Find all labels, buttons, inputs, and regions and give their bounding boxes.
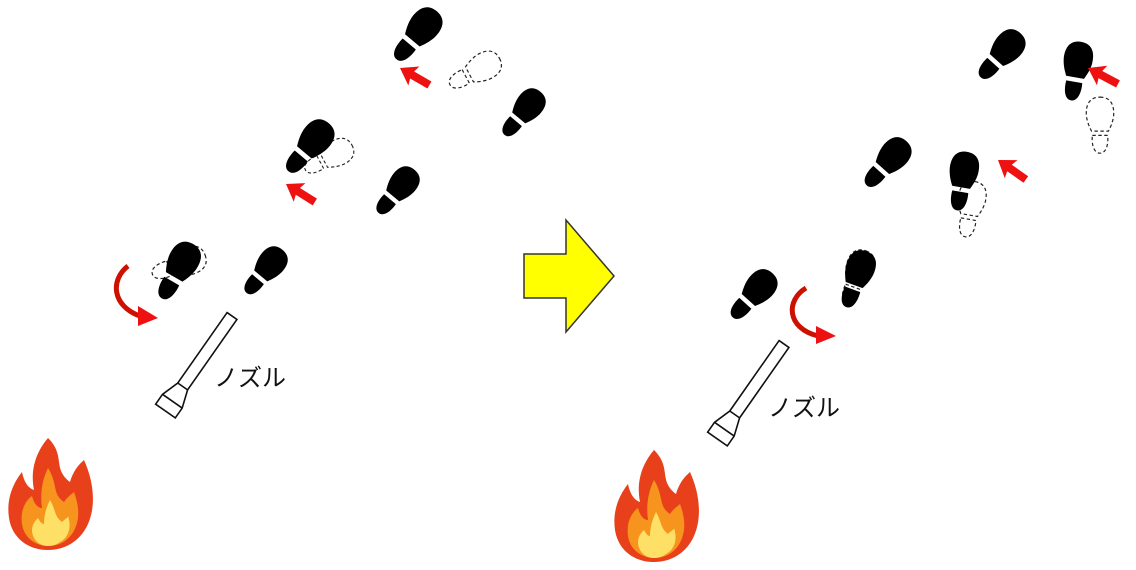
- nozzle-label: ノズル: [768, 394, 840, 422]
- pointer-arrow-icon: [280, 174, 321, 212]
- nozzle-label: ノズル: [214, 364, 286, 392]
- footprint-icon: [855, 131, 918, 196]
- fire-icon: [614, 450, 699, 562]
- pointer-arrow-icon: [991, 150, 1033, 189]
- footprint-icon: [276, 113, 341, 182]
- transition-arrow-icon: [523, 217, 615, 335]
- footprint-icon: [368, 161, 426, 222]
- pointer-arrow-icon: [394, 58, 435, 95]
- footprint-icon: [384, 1, 449, 70]
- footprint-icon: [494, 83, 552, 144]
- rotation-arrow-icon: [789, 285, 836, 344]
- footprint-icon: [832, 246, 881, 313]
- footprint-icon: [236, 241, 294, 302]
- outline-footprint-icon: [442, 45, 507, 98]
- fire-icon: [8, 438, 93, 550]
- nozzle-icon: [706, 336, 795, 447]
- right-panel: [614, 23, 1124, 562]
- outline-footprint-icon: [1085, 96, 1115, 154]
- rotation-arrow-icon: [113, 264, 158, 326]
- footprint-icon: [969, 23, 1032, 88]
- left-panel: [8, 1, 552, 550]
- footprint-icon: [721, 263, 784, 328]
